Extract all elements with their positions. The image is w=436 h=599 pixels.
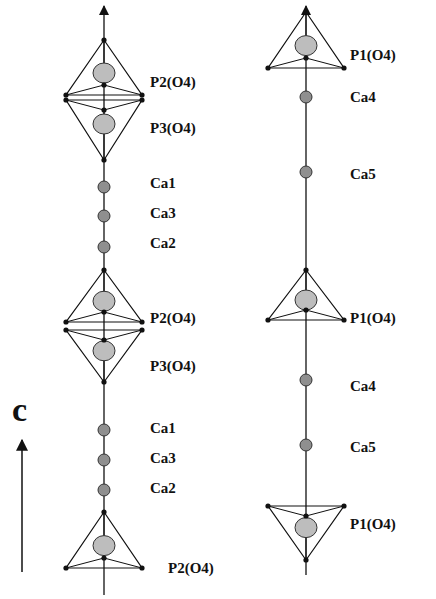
- site-label: Ca5: [350, 440, 376, 455]
- site-label: Ca1: [150, 176, 176, 191]
- ca-atom: [98, 241, 110, 253]
- po4-tetrahedron: [63, 267, 144, 324]
- site-label: Ca3: [150, 206, 176, 221]
- site-label: P1(O4): [350, 517, 396, 532]
- site-label: P2(O4): [168, 561, 214, 576]
- ca-atom: [98, 181, 110, 193]
- site-label: Ca3: [150, 451, 176, 466]
- axis-label: c: [12, 393, 27, 427]
- site-label: Ca5: [350, 167, 376, 182]
- ca-atom: [300, 374, 312, 386]
- po4-tetrahedron: [265, 503, 346, 562]
- site-label: Ca1: [150, 421, 176, 436]
- site-label: Ca4: [350, 379, 376, 394]
- site-label: P2(O4): [150, 75, 196, 90]
- po4-tetrahedron: [265, 267, 346, 322]
- c-direction-arrow: [21, 440, 23, 572]
- po4-tetrahedron: [63, 327, 144, 384]
- po4-tetrahedron: [63, 97, 144, 162]
- site-label: P2(O4): [150, 311, 196, 326]
- site-label: Ca2: [150, 481, 176, 496]
- ca-atom: [98, 484, 110, 496]
- ca-atom: [300, 166, 312, 178]
- ca-atom: [300, 91, 312, 103]
- site-label: P1(O4): [350, 311, 396, 326]
- ca-atom: [98, 210, 110, 222]
- site-label: P3(O4): [150, 121, 196, 136]
- site-label: Ca4: [350, 90, 376, 105]
- po4-tetrahedron: [63, 509, 144, 570]
- site-label: Ca2: [150, 236, 176, 251]
- ca-atom: [98, 424, 110, 436]
- po4-tetrahedron: [265, 9, 346, 70]
- po4-tetrahedron: [63, 37, 144, 97]
- ca-atom: [98, 454, 110, 466]
- ca-atom: [300, 439, 312, 451]
- site-label: P1(O4): [350, 48, 396, 63]
- site-label: P3(O4): [150, 359, 196, 374]
